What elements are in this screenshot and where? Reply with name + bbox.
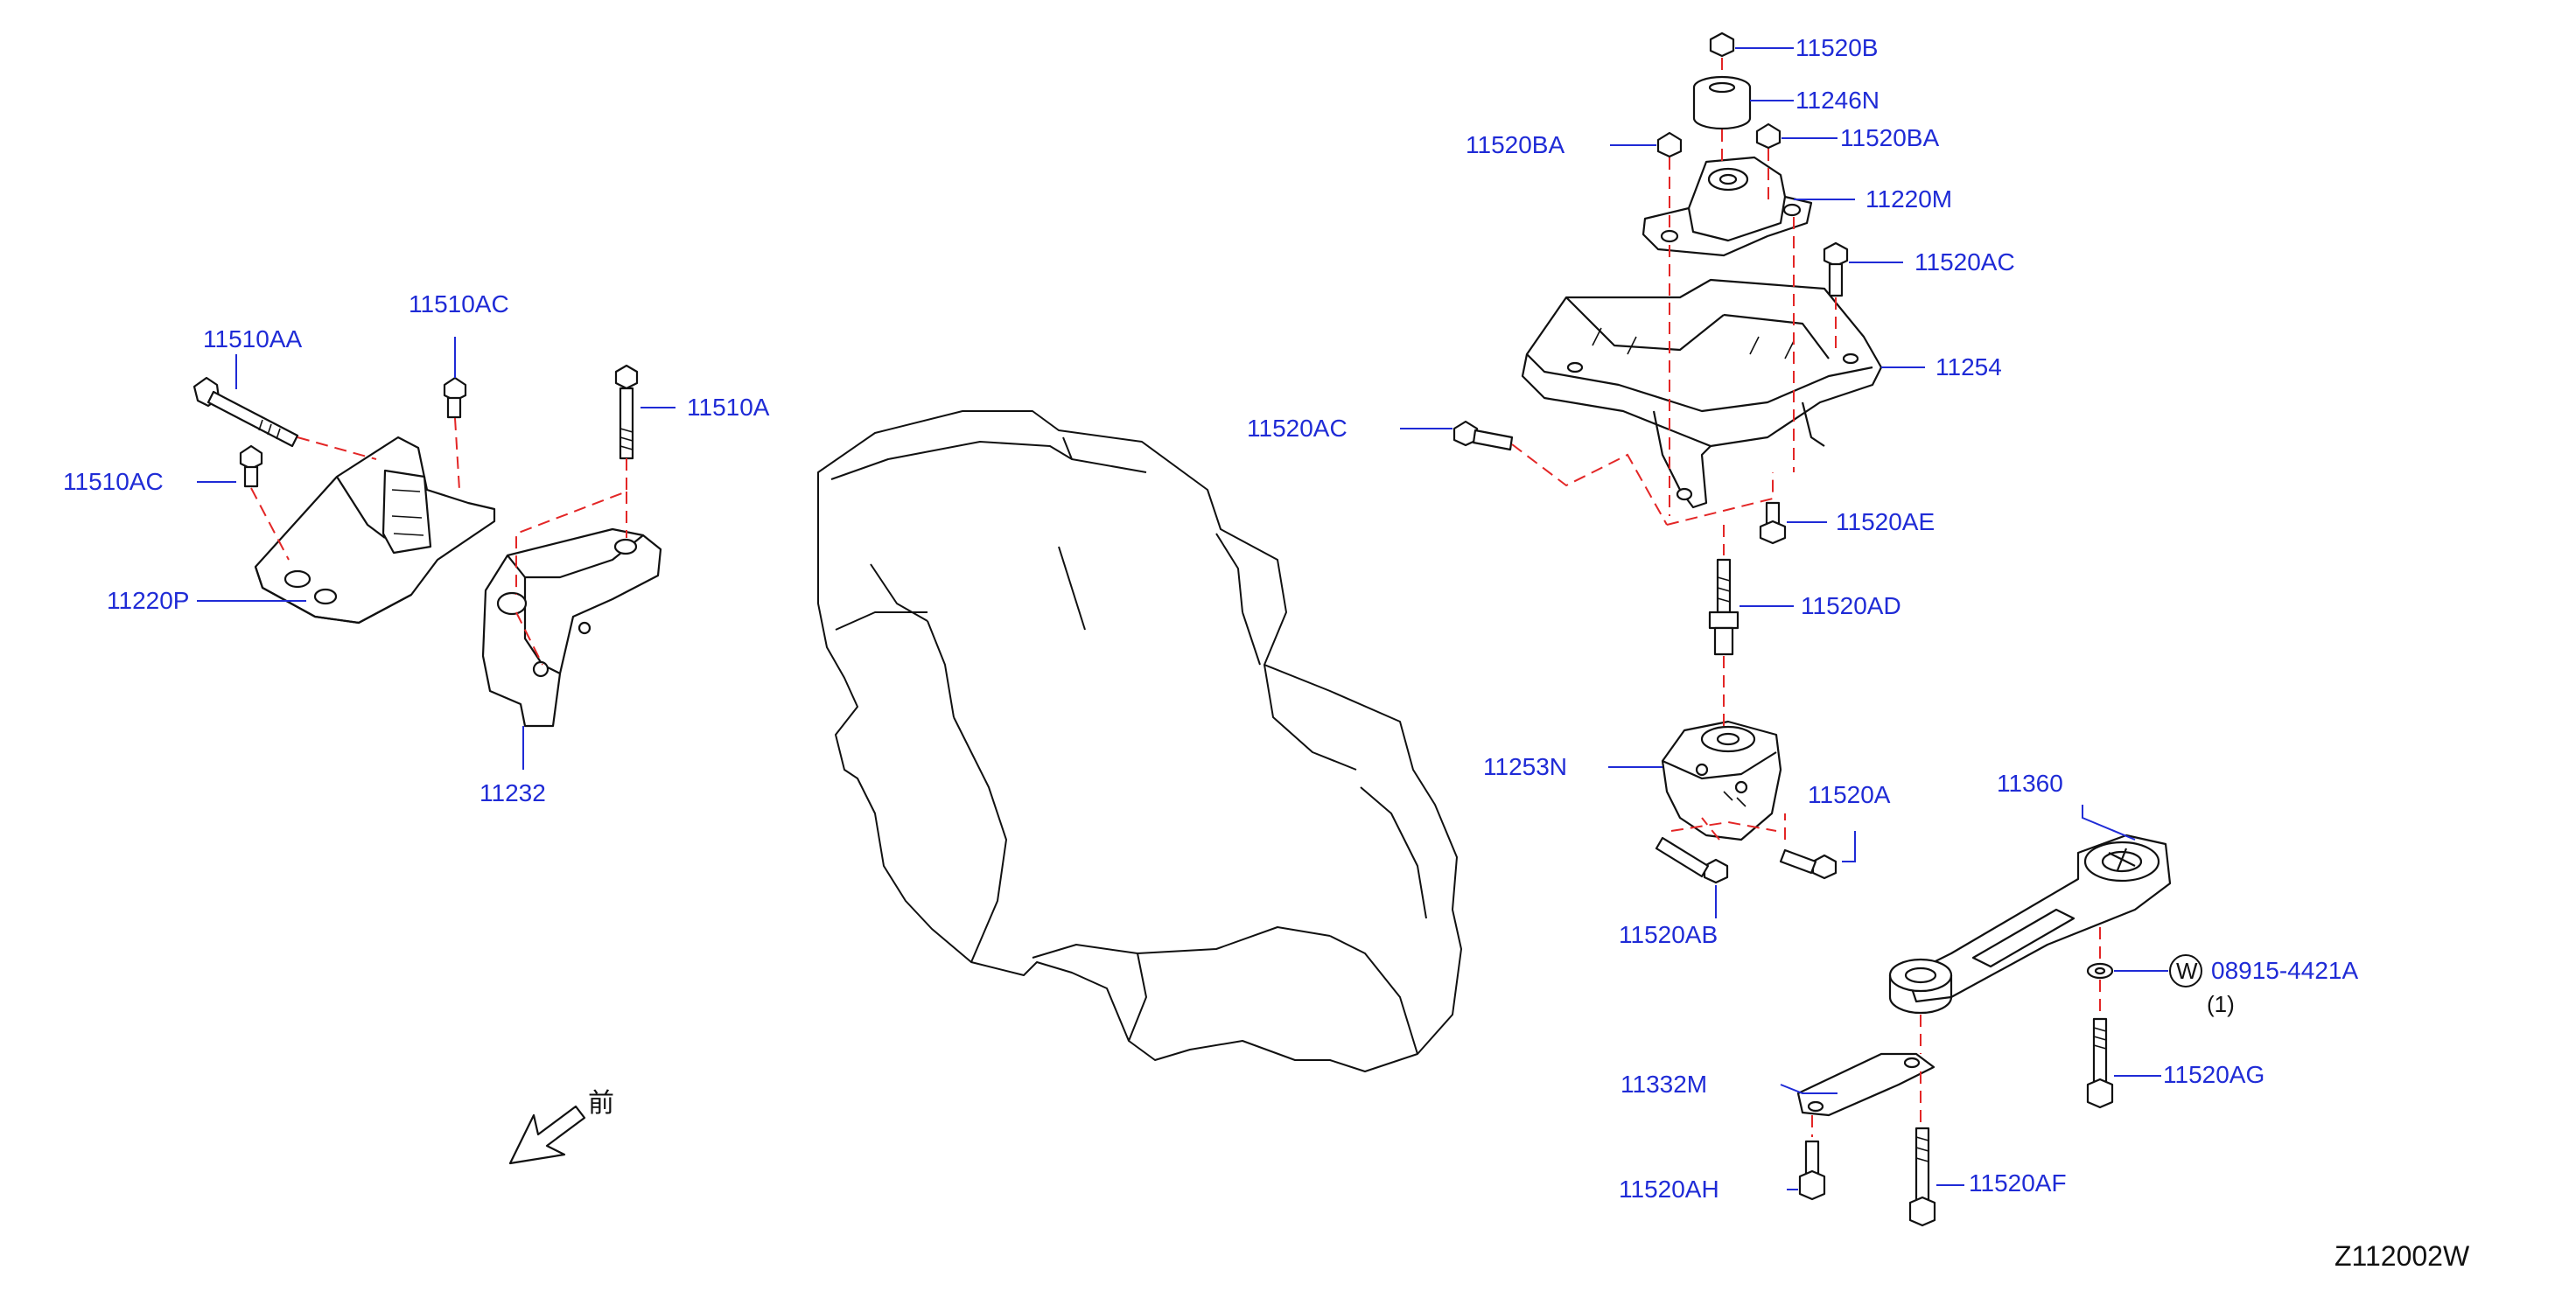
label-11520AC-left: 11520AC	[1247, 415, 1348, 442]
bolt-11510A-drawing	[614, 364, 639, 460]
bolt-11520AG-drawing	[2086, 1017, 2114, 1109]
washer-symbol-circle	[2169, 954, 2202, 987]
label-11520AD: 11520AD	[1801, 592, 1901, 619]
bolt-11520AC-left-drawing	[1452, 420, 1514, 451]
label-11220P: 11220P	[107, 587, 190, 614]
label-11520AE: 11520AE	[1836, 508, 1936, 535]
lower-right-alignment-lines	[1811, 927, 2101, 1137]
label-11520AC-right: 11520AC	[1914, 248, 2015, 276]
label-11360: 11360	[1997, 770, 2063, 797]
label-11520B: 11520B	[1796, 34, 1879, 61]
label-11510AC-left: 11510AC	[63, 468, 164, 495]
front-direction-arrow-icon	[508, 1105, 586, 1165]
label-11254: 11254	[1936, 353, 2002, 380]
label-11520AH: 11520AH	[1619, 1176, 1719, 1203]
torque-rod-11360-drawing	[1888, 834, 2172, 1015]
label-11520BA-right: 11520BA	[1840, 124, 1940, 151]
label-11332M: 11332M	[1620, 1071, 1708, 1098]
insulator-11220M-drawing	[1642, 156, 1813, 257]
nut-11520BA-left-drawing	[1656, 131, 1683, 158]
stud-11520AD-drawing	[1708, 558, 1740, 656]
bolt-11520AC-right-drawing	[1823, 241, 1849, 297]
bracket-11253N-drawing	[1661, 720, 1782, 841]
label-11510AC-top: 11510AC	[409, 290, 509, 318]
leader-lines	[197, 47, 2168, 1190]
label-11520AF: 11520AF	[1969, 1169, 2067, 1197]
label-11520BA-left: 11520BA	[1466, 131, 1565, 158]
label-11520AG: 11520AG	[2163, 1061, 2265, 1088]
label-11220M: 11220M	[1866, 185, 1953, 213]
mount-11220P-drawing	[254, 436, 496, 625]
bolt-11520AF-drawing	[1908, 1127, 1936, 1227]
upper-right-alignment-lines	[1511, 58, 1837, 841]
label-11253N: 11253N	[1483, 753, 1568, 780]
label-11246N: 11246N	[1796, 87, 1880, 114]
plate-11332M-drawing	[1796, 1052, 1936, 1117]
label-08915-4421A: 08915-4421A	[2211, 957, 2359, 984]
bolt-11520AH-drawing	[1798, 1140, 1826, 1201]
washer-quantity: (1)	[2207, 991, 2235, 1017]
nut-11520BA-right-drawing	[1755, 122, 1782, 150]
front-marker-label: 前	[588, 1089, 614, 1118]
label-11510AA: 11510AA	[203, 325, 303, 352]
bolt-11520AB-drawing	[1655, 836, 1729, 884]
label-11232: 11232	[480, 779, 546, 806]
label-11520AB: 11520AB	[1619, 921, 1718, 948]
collar-11246N-drawing	[1692, 75, 1752, 130]
bolt-11520A-drawing	[1779, 848, 1838, 880]
bolt-11510AA-drawing	[192, 376, 299, 448]
nut-11520B-drawing	[1709, 31, 1735, 58]
bolt-11510AC-left-drawing	[239, 444, 263, 488]
washer-08915-drawing	[2086, 962, 2114, 980]
bracket-11232-drawing	[481, 527, 662, 728]
diagram-id: Z112002W	[2334, 1240, 2470, 1272]
label-11520A: 11520A	[1808, 781, 1891, 808]
bolt-11510AC-top-drawing	[443, 376, 467, 419]
label-11510A: 11510A	[687, 394, 770, 421]
washer-symbol: W	[2176, 958, 2198, 984]
bracket-11254-drawing	[1521, 278, 1883, 509]
left-alignment-lines	[250, 417, 627, 666]
engine-outline	[817, 410, 1462, 1072]
bolt-11520AE-drawing	[1759, 501, 1787, 545]
